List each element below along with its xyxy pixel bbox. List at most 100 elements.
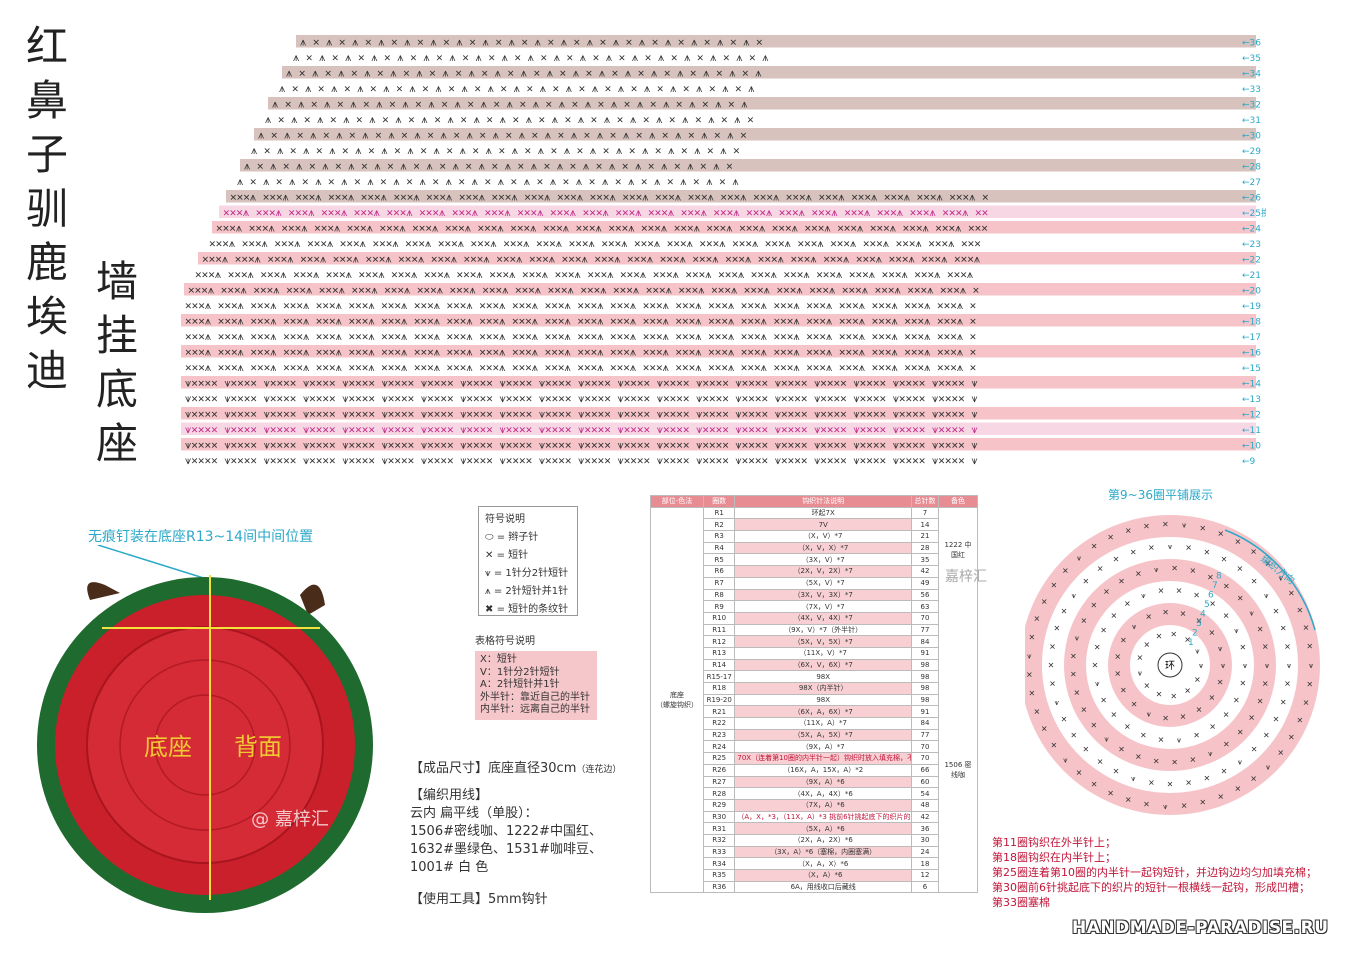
round-stitch: ⩛ [1154, 565, 1159, 574]
instruction-cell: （5X，V，5X）*7 [734, 635, 912, 648]
round-stitch: ⩛ [1163, 802, 1168, 811]
round-stitch: ⩛ [1243, 661, 1248, 670]
round-stitch: ✕ [1062, 566, 1069, 575]
chart-row-band [181, 391, 1256, 404]
total-cell: 28 [910, 541, 940, 555]
stitch-chart: ⩚ ✕ ⩚ ✕ ⩚ ✕ ⩚ ✕ ⩚ ✕ ⩚ ✕ ⩚ ✕ ⩚ ✕ ⩚ ✕ ⩚ ✕ … [181, 35, 1266, 467]
round-stitch: ✕ [1167, 780, 1174, 789]
round-stitch: ✕ [1199, 524, 1206, 533]
round-stitch: ⩛ [1168, 542, 1173, 551]
round-stitch: ✕ [1070, 670, 1077, 679]
round-stitch: ✕ [1041, 725, 1048, 734]
chart-row-band [181, 345, 1256, 358]
title-char: 迪 [25, 346, 68, 395]
round-stitch: ✕ [1120, 686, 1127, 695]
round-stitch: ⩛ [1195, 647, 1200, 656]
row-label: ←17 [1242, 333, 1261, 343]
chart-row-stitches: ⩚ ✕ ⩚ ✕ ⩚ ✕ ⩚ ✕ ⩚ ✕ ⩚ ✕ ⩚ ✕ ⩚ ✕ ⩚ ✕ ⩚ ✕ … [300, 36, 763, 49]
instruction-cell: （3X，V，3X）*7 [734, 588, 912, 602]
round-stitch: ✕ [1199, 798, 1206, 807]
table-watermark: 嘉梓汇 [945, 569, 987, 585]
round-cell: R21 [702, 705, 736, 719]
round-stitch: ⩛ [1234, 626, 1239, 635]
round-stitch: ✕ [1239, 643, 1246, 652]
instruction-cell: （4X，V，4X）*7 [734, 611, 912, 625]
round-stitch: ✕ [1050, 741, 1057, 750]
round-stitch: ✕ [1111, 711, 1118, 720]
round-stitch: ✕ [1080, 617, 1087, 626]
total-cell: 70 [910, 752, 940, 765]
total-cell: 56 [910, 588, 940, 602]
round-stitch: ⩛ [1063, 756, 1068, 765]
chart-row-stitches: ⩚ ✕ ⩚ ✕ ⩚ ✕ ⩚ ✕ ⩚ ✕ ⩚ ✕ ⩚ ✕ ⩚ ✕ ⩚ ✕ ⩚ ✕ … [265, 113, 754, 126]
tile-caption: 第9~36圈平铺展示 [1108, 488, 1213, 502]
round-stitch: ✕ [1223, 582, 1230, 591]
round-stitch: ✕ [1120, 636, 1127, 645]
row-label: ←23 [1242, 240, 1261, 250]
instruction-cell: 98X [734, 670, 912, 683]
v-stitch-icon: ⩛ [485, 568, 494, 579]
table-legend-box: X：短针 V：1针分2针短针 A：2针短针并1针 外半针：靠近自己的半针 内半针… [475, 651, 597, 720]
chain-icon: ⬭ [485, 532, 497, 543]
total-cell: 36 [910, 822, 940, 835]
round-cell: R9 [702, 600, 736, 613]
chart-row-stitches: ⩛✕✕✕✕ ⩛✕✕✕✕ ⩛✕✕✕✕ ⩛✕✕✕✕ ⩛✕✕✕✕ ⩛✕✕✕✕ ⩛✕✕✕… [185, 454, 978, 467]
round-cell: R34 [702, 857, 736, 870]
row-label: ←26 [1242, 194, 1261, 204]
photo-watermark: @ 嘉梓汇 [251, 809, 329, 830]
round-stitch: ✕ [1181, 801, 1188, 810]
round-stitch: ✕ [1180, 610, 1187, 619]
round-stitch: ✕ [1158, 736, 1165, 745]
round-cell: R3 [702, 530, 736, 543]
round-cell: R13 [702, 646, 736, 660]
title-char: 埃 [25, 292, 68, 341]
col-round: 圈数 [702, 495, 736, 508]
row-label: ←28 [1242, 163, 1261, 173]
caption-pointer [97, 545, 211, 581]
row-label: ←21 [1242, 271, 1261, 281]
row-label: ←30 [1242, 132, 1261, 142]
round-stitch: ✕ [1026, 670, 1033, 679]
note-line: 第30圈前6针挑起底下的织片的短针一根横线一起钩，形成凹槽； [992, 881, 1310, 894]
round-cell: R18 [702, 682, 736, 695]
title-char: 鹿 [25, 238, 68, 287]
round-stitch: ✕ [1156, 690, 1163, 699]
instruction-cell: （X，V，X）*7 [734, 541, 912, 555]
round-stitch: ✕ [1131, 700, 1138, 709]
round-stitch: ✕ [1184, 636, 1191, 645]
total-cell: 6 [910, 880, 940, 894]
row-label: ←36 [1242, 39, 1261, 49]
total-cell: 98 [910, 670, 940, 683]
round-stitch: ✕ [1124, 723, 1131, 732]
round-stitch: ✕ [1107, 533, 1114, 542]
round-stitch: ✕ [1221, 555, 1228, 564]
round-stitch: ⩛ [1218, 644, 1223, 653]
instruction-cell: （4X，A，4X）*6 [734, 787, 912, 800]
chart-row-stitches: ⩛✕✕✕✕ ⩛✕✕✕✕ ⩛✕✕✕✕ ⩛✕✕✕✕ ⩛✕✕✕✕ ⩛✕✕✕✕ ⩛✕✕✕… [185, 377, 978, 390]
round-cell: R30 [702, 810, 736, 824]
total-cell: 14 [910, 518, 940, 532]
chart-row-band [233, 174, 1256, 187]
instruction-cell: 7V [734, 518, 912, 532]
col-total: 总针数 [910, 495, 940, 508]
round-stitch: ✕ [1083, 577, 1090, 586]
chart-row-stitches: ⩛✕✕✕✕ ⩛✕✕✕✕ ⩛✕✕✕✕ ⩛✕✕✕✕ ⩛✕✕✕✕ ⩛✕✕✕✕ ⩛✕✕✕… [185, 439, 978, 452]
round-stitch: ✕ [1194, 675, 1201, 684]
round-stitch: ✕ [1074, 688, 1081, 697]
row-label: ←10 [1242, 442, 1261, 452]
round-cell: R10 [702, 611, 736, 625]
chart-row-stitches: ⩛✕✕✕✕ ⩛✕✕✕✕ ⩛✕✕✕✕ ⩛✕✕✕✕ ⩛✕✕✕✕ ⩛✕✕✕✕ ⩛✕✕✕… [185, 408, 978, 421]
round-stitch: ✕ [1303, 698, 1310, 707]
round-stitch: ✕ [1143, 800, 1150, 809]
yarn-label: 【编织用线】 [410, 788, 489, 803]
row-label: ←33 [1242, 85, 1261, 95]
instruction-cell: （11X，A）*7 [734, 717, 912, 730]
title-column-sub: 墙 挂 底 座 [92, 255, 142, 471]
round-stitch: ✕ [1262, 643, 1269, 652]
round-stitch: ⩛ [1138, 668, 1143, 677]
round-number: 6 [1208, 591, 1214, 601]
round-chart: ⩛✕✕✕✕✕⩛✕✕✕✕✕⩛✕✕✕✕✕⩛✕✕✕✕✕⩛✕✕✕✕✕⩛✕✕✕✕✕⩛✕✕✕… [1025, 515, 1320, 815]
symbol-legend-title: 符号说明 [485, 514, 525, 525]
